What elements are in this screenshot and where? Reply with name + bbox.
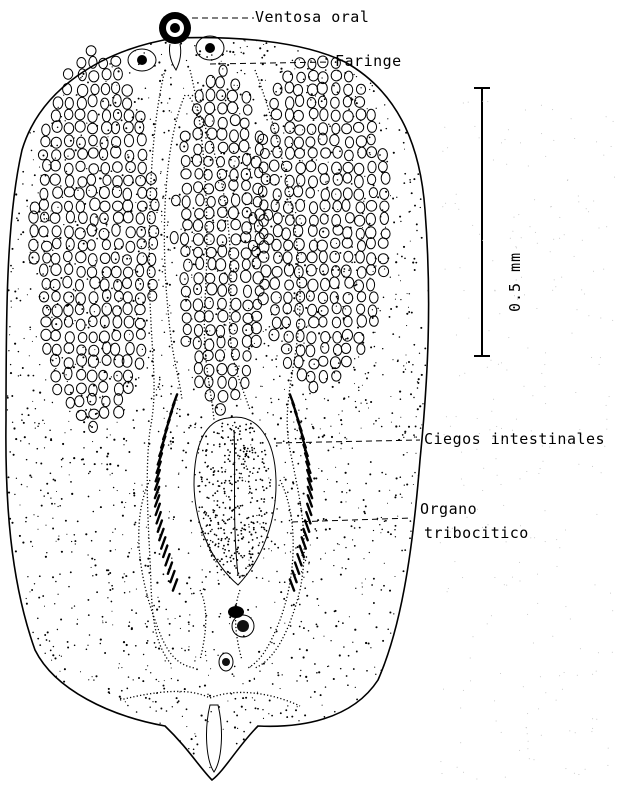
label-pharynx: Faringe	[335, 52, 402, 70]
gonads	[219, 606, 254, 671]
scale-bar: 0.5 mm	[474, 88, 524, 356]
tribocytic-organ	[194, 417, 276, 585]
label-tribocytic-organ-2: tribocitico	[424, 524, 529, 542]
posterior-cleft	[120, 691, 300, 772]
scale-bar-label: 0.5 mm	[506, 252, 524, 312]
label-oral-sucker: Ventosa oral	[255, 8, 369, 26]
label-intestinal-caeca: Ciegos intestinales	[424, 430, 605, 448]
oral-sucker	[159, 12, 191, 44]
label-tribocytic-organ-1: Organo	[420, 500, 477, 518]
vitellaria-follicles	[29, 46, 390, 433]
